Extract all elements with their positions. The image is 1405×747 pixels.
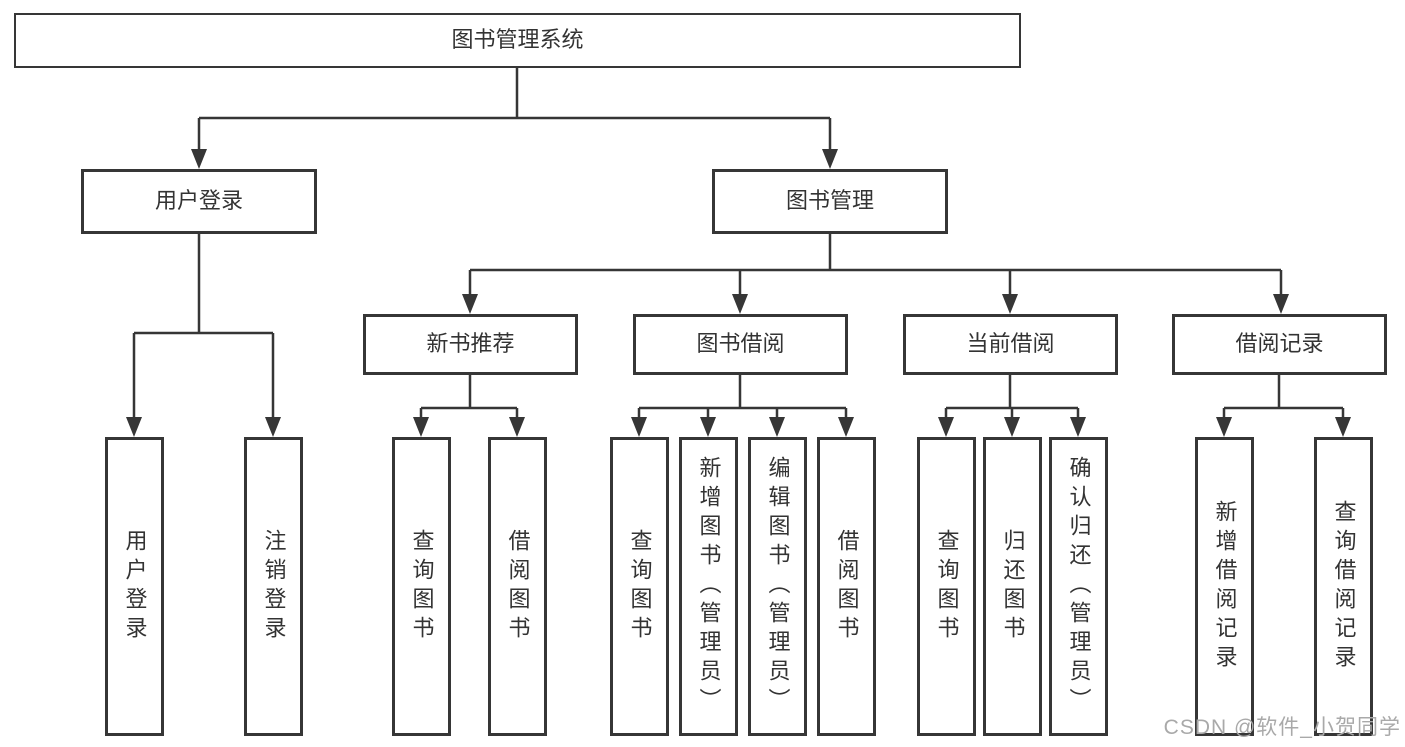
node-user-login: 用户登录 [81,169,317,234]
arrowhead [191,149,207,169]
arrowhead [126,417,142,437]
node-new-book-recommend: 新书推荐 [363,314,578,375]
connector-borrow-to-leaves [637,375,848,419]
node-book-borrow: 图书借阅 [633,314,848,375]
arrowhead [732,294,748,314]
leaf-label: 查询借阅记录 [1331,499,1357,674]
arrowhead [509,417,525,437]
leaf-label: 新增借阅记录 [1212,499,1238,674]
leaf-label: 借阅图书 [834,528,860,645]
arrowhead [462,294,478,314]
leaf-logout: 注销登录 [244,437,303,736]
leaf-confirm-return-admin: 确认归还（管理员） [1049,437,1108,736]
arrowhead [265,417,281,437]
leaf-label: 注销登录 [261,528,287,645]
connector-newbook-to-leaves [419,375,519,419]
arrowhead [1070,417,1086,437]
leaf-borrow-books-recommend: 借阅图书 [488,437,547,736]
arrowhead [413,417,429,437]
arrowhead [938,417,954,437]
connector-login-to-leaves [132,234,275,419]
watermark: CSDN @软件_小贺同学 [1163,716,1401,739]
leaf-label: 确认归还（管理员） [1066,456,1092,717]
connector-root-to-level2 [197,68,832,152]
leaf-add-book-admin: 新增图书（管理员） [679,437,738,736]
arrowhead [769,417,785,437]
connector-mgmt-to-level3 [468,234,1283,296]
leaf-query-books-current: 查询图书 [917,437,976,736]
arrowhead [1004,417,1020,437]
connector-current-to-leaves [944,375,1080,419]
arrowhead [1216,417,1232,437]
leaf-query-books-recommend: 查询图书 [392,437,451,736]
leaf-label: 编辑图书（管理员） [765,456,791,717]
leaf-return-book: 归还图书 [983,437,1042,736]
leaf-label: 查询图书 [409,528,435,645]
arrowhead [822,149,838,169]
leaf-label: 查询图书 [934,528,960,645]
node-borrow-records: 借阅记录 [1172,314,1387,375]
arrowhead [1273,294,1289,314]
leaf-query-borrow-record: 查询借阅记录 [1314,437,1373,736]
leaf-label: 归还图书 [1000,528,1026,645]
leaf-user-login: 用户登录 [105,437,164,736]
leaf-label: 用户登录 [122,528,148,645]
leaf-label: 查询图书 [627,528,653,645]
connector-records-to-leaves [1222,375,1345,419]
arrowhead [838,417,854,437]
leaf-add-borrow-record: 新增借阅记录 [1195,437,1254,736]
node-root: 图书管理系统 [14,13,1021,68]
leaf-label: 借阅图书 [505,528,531,645]
arrowhead [1002,294,1018,314]
arrowhead [700,417,716,437]
leaf-label: 新增图书（管理员） [696,456,722,717]
arrowhead [631,417,647,437]
node-current-borrow: 当前借阅 [903,314,1118,375]
leaf-query-books-borrow: 查询图书 [610,437,669,736]
leaf-edit-book-admin: 编辑图书（管理员） [748,437,807,736]
arrowhead [1335,417,1351,437]
leaf-borrow-books: 借阅图书 [817,437,876,736]
node-book-mgmt: 图书管理 [712,169,948,234]
